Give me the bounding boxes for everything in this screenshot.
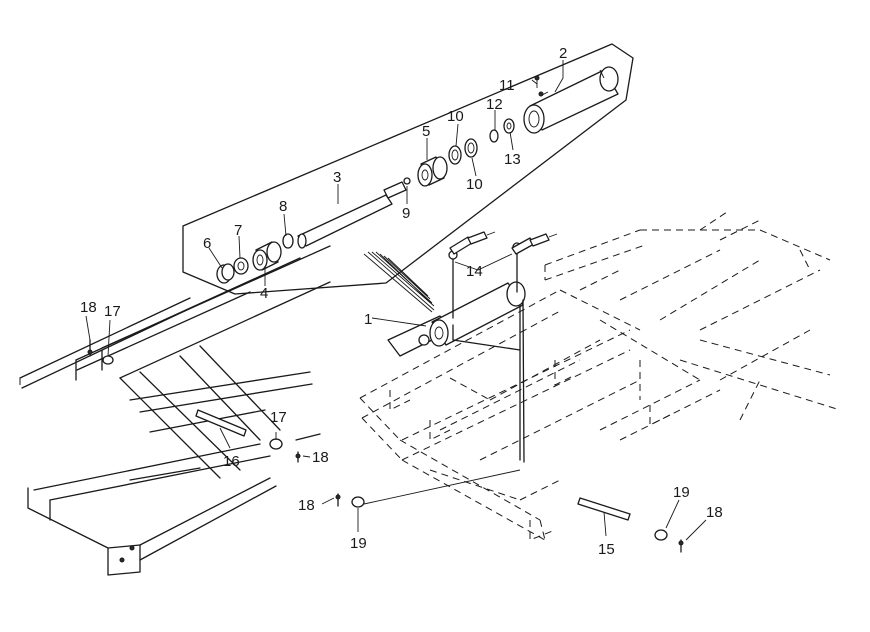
piston-and-seals — [417, 118, 515, 187]
callout-13: 13 — [504, 151, 521, 168]
callout-2: 2 — [559, 45, 567, 62]
callout-17b: 17 — [270, 409, 287, 426]
callout-10b: 10 — [466, 176, 483, 193]
leader-lines — [85, 60, 707, 541]
exploded-view-panel — [182, 43, 634, 295]
callout-14: 14 — [466, 263, 483, 280]
link-rod-15 — [577, 497, 631, 521]
right-frame — [359, 209, 841, 541]
callout-19a: 19 — [350, 535, 367, 552]
rod-seals-left — [216, 233, 294, 284]
projection-hatch — [363, 251, 435, 313]
link-rod-16 — [195, 409, 247, 437]
callout-labels: 2 11 12 10 5 13 10 3 9 8 7 6 4 14 1 18 1… — [80, 45, 723, 558]
callout-5: 5 — [422, 123, 430, 140]
callout-18d: 18 — [706, 504, 723, 521]
callout-7: 7 — [234, 222, 242, 239]
callout-18c: 18 — [298, 497, 315, 514]
callout-19b: 19 — [673, 484, 690, 501]
piston-rod — [297, 177, 411, 249]
callout-6: 6 — [203, 235, 211, 252]
callout-1: 1 — [364, 311, 372, 328]
callout-18b: 18 — [312, 449, 329, 466]
assembled-cylinder — [387, 242, 526, 463]
cylinder-barrel — [523, 66, 619, 134]
callout-10a: 10 — [447, 108, 464, 125]
callout-15: 15 — [598, 541, 615, 558]
hydraulic-hoses — [449, 231, 558, 255]
callout-9: 9 — [402, 205, 410, 222]
callout-12: 12 — [486, 96, 503, 113]
callout-3: 3 — [333, 169, 341, 186]
callout-16: 16 — [223, 453, 240, 470]
callout-18a: 18 — [80, 299, 97, 316]
callout-11: 11 — [499, 77, 515, 94]
callout-4: 4 — [260, 285, 268, 302]
callout-8: 8 — [279, 198, 287, 215]
pins-and-washers — [87, 339, 684, 553]
callout-17a: 17 — [104, 303, 121, 320]
